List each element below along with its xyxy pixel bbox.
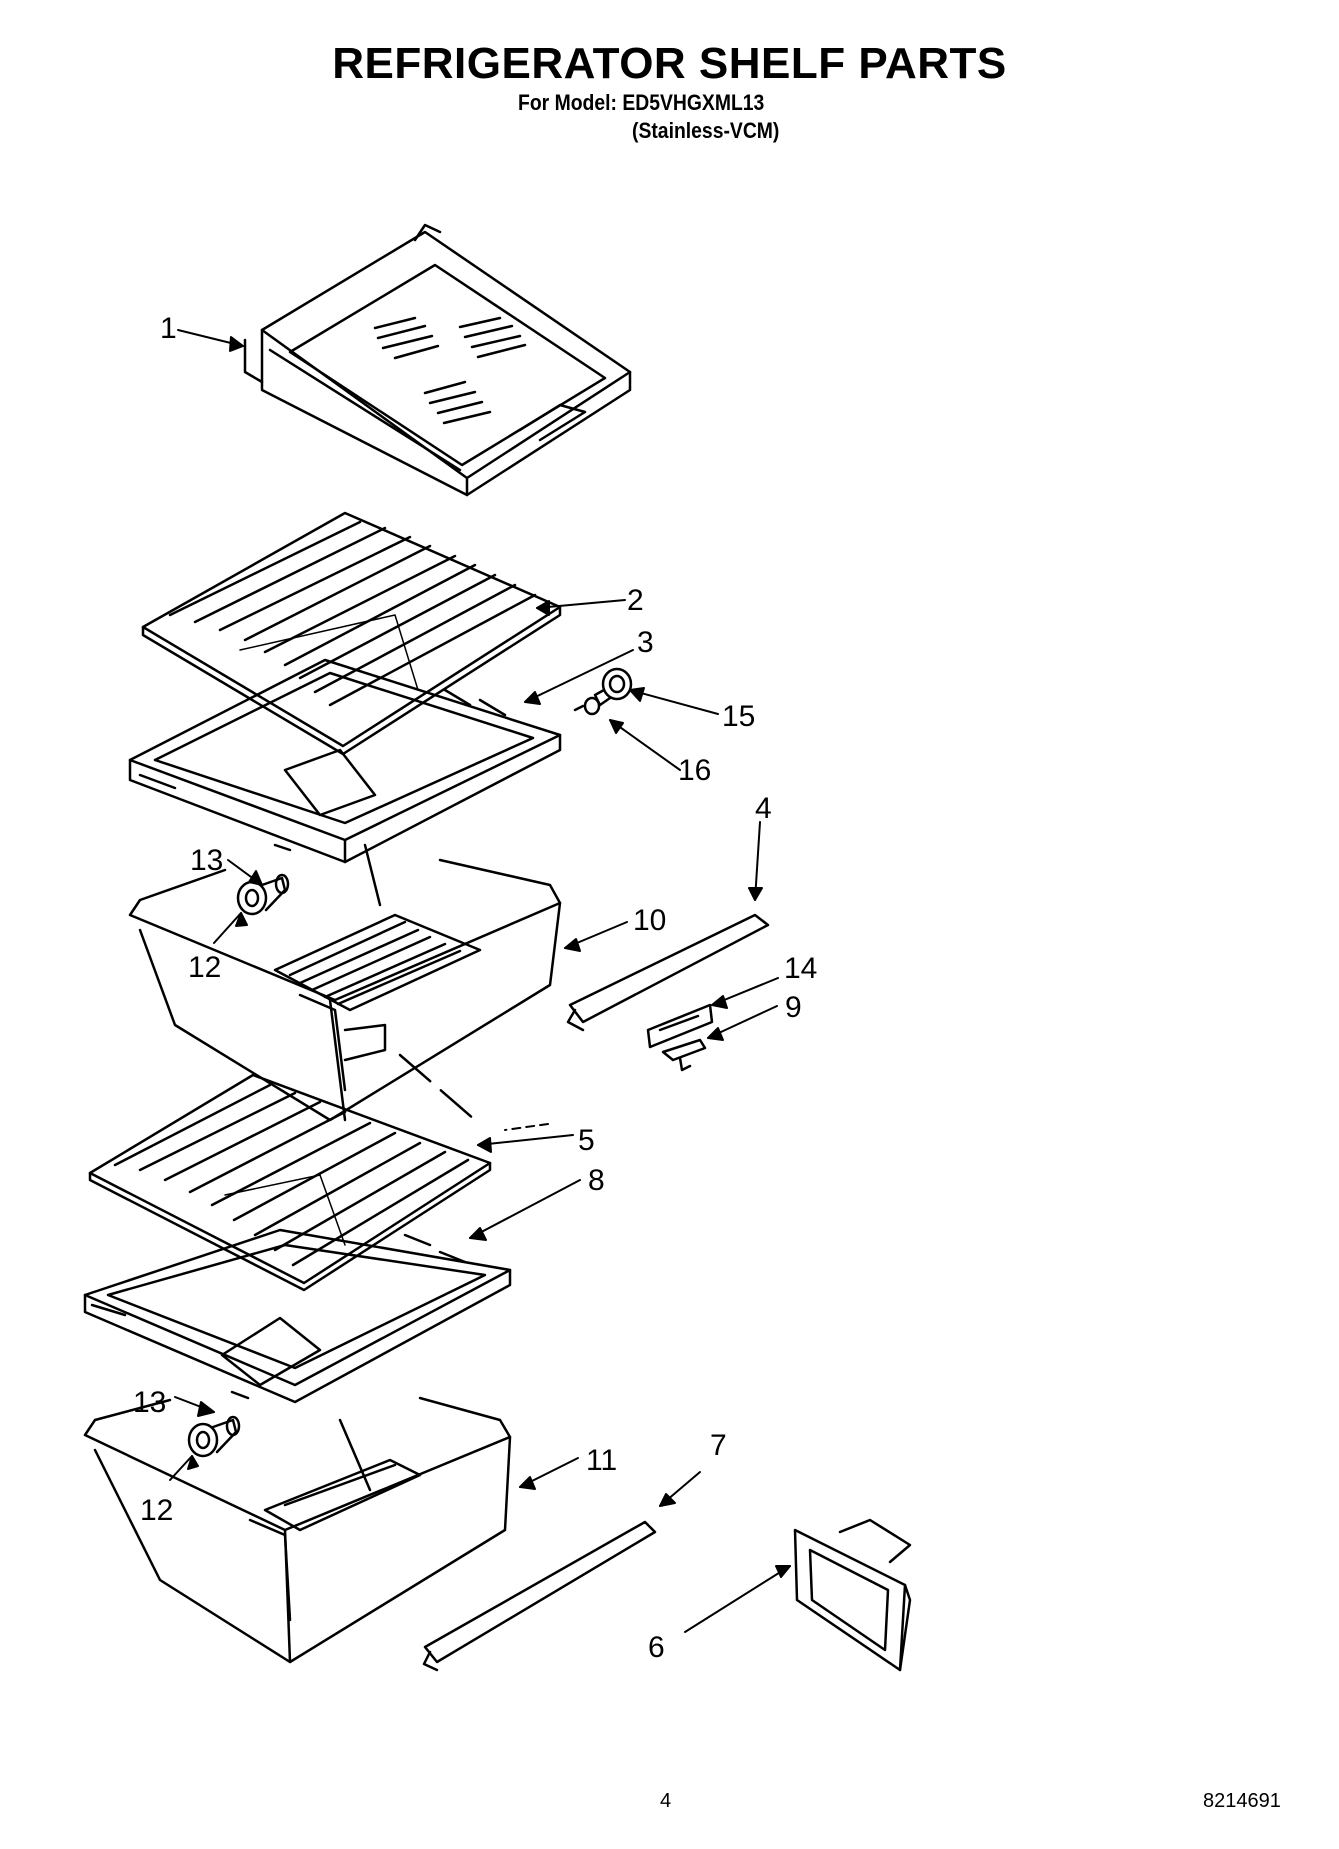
part-15-16-roller-bushing <box>573 667 633 716</box>
variant-line: (Stainless-VCM) <box>632 118 780 143</box>
callout-10: 10 <box>633 904 666 937</box>
callout-13-upper: 13 <box>190 844 223 877</box>
callout-1: 1 <box>160 312 177 345</box>
callout-9: 9 <box>785 991 802 1024</box>
callout-6: 6 <box>648 1631 665 1664</box>
callout-4: 4 <box>755 792 772 825</box>
part-7-lower-trim <box>422 1520 657 1672</box>
part-13-12-lower-roller <box>187 1415 241 1458</box>
part-3-upper-crisper-cover <box>128 658 562 864</box>
part-11-lower-crisper-drawer <box>83 1396 512 1664</box>
part-8-lower-crisper-cover <box>83 1228 512 1404</box>
part-5-lower-glass-shelf <box>88 1073 492 1292</box>
page-title: REFRIGERATOR SHELF PARTS <box>332 39 1007 88</box>
callout-13-lower: 13 <box>133 1386 166 1419</box>
callout-2: 2 <box>627 584 644 617</box>
part-14-9-label-holder <box>646 1003 714 1072</box>
part-2-upper-glass-shelf <box>141 511 562 756</box>
leader-lines <box>169 329 791 1633</box>
part-1-top-slide-shelf <box>243 223 632 497</box>
part-4-upper-trim <box>566 913 770 1032</box>
callout-3: 3 <box>637 626 654 659</box>
callout-5: 5 <box>578 1124 595 1157</box>
callout-7: 7 <box>710 1429 727 1462</box>
document-number: 8214691 <box>1203 1790 1281 1812</box>
callout-12-upper: 12 <box>188 951 221 984</box>
callout-11: 11 <box>586 1444 617 1477</box>
part-13-12-upper-roller <box>236 873 290 916</box>
callout-16: 16 <box>678 754 711 787</box>
callout-14: 14 <box>784 952 817 985</box>
callout-8: 8 <box>588 1164 605 1197</box>
part-6-crisper-handle <box>793 1518 912 1672</box>
callout-labels: 1 2 3 15 16 4 13 10 12 14 9 5 8 13 11 7 … <box>133 312 817 1664</box>
callout-12-lower: 12 <box>140 1494 173 1527</box>
model-line: For Model: ED5VHGXML13 <box>518 90 765 115</box>
page-number: 4 <box>660 1790 672 1812</box>
page-header: REFRIGERATOR SHELF PARTS <box>0 40 1339 88</box>
callout-15: 15 <box>722 700 755 733</box>
